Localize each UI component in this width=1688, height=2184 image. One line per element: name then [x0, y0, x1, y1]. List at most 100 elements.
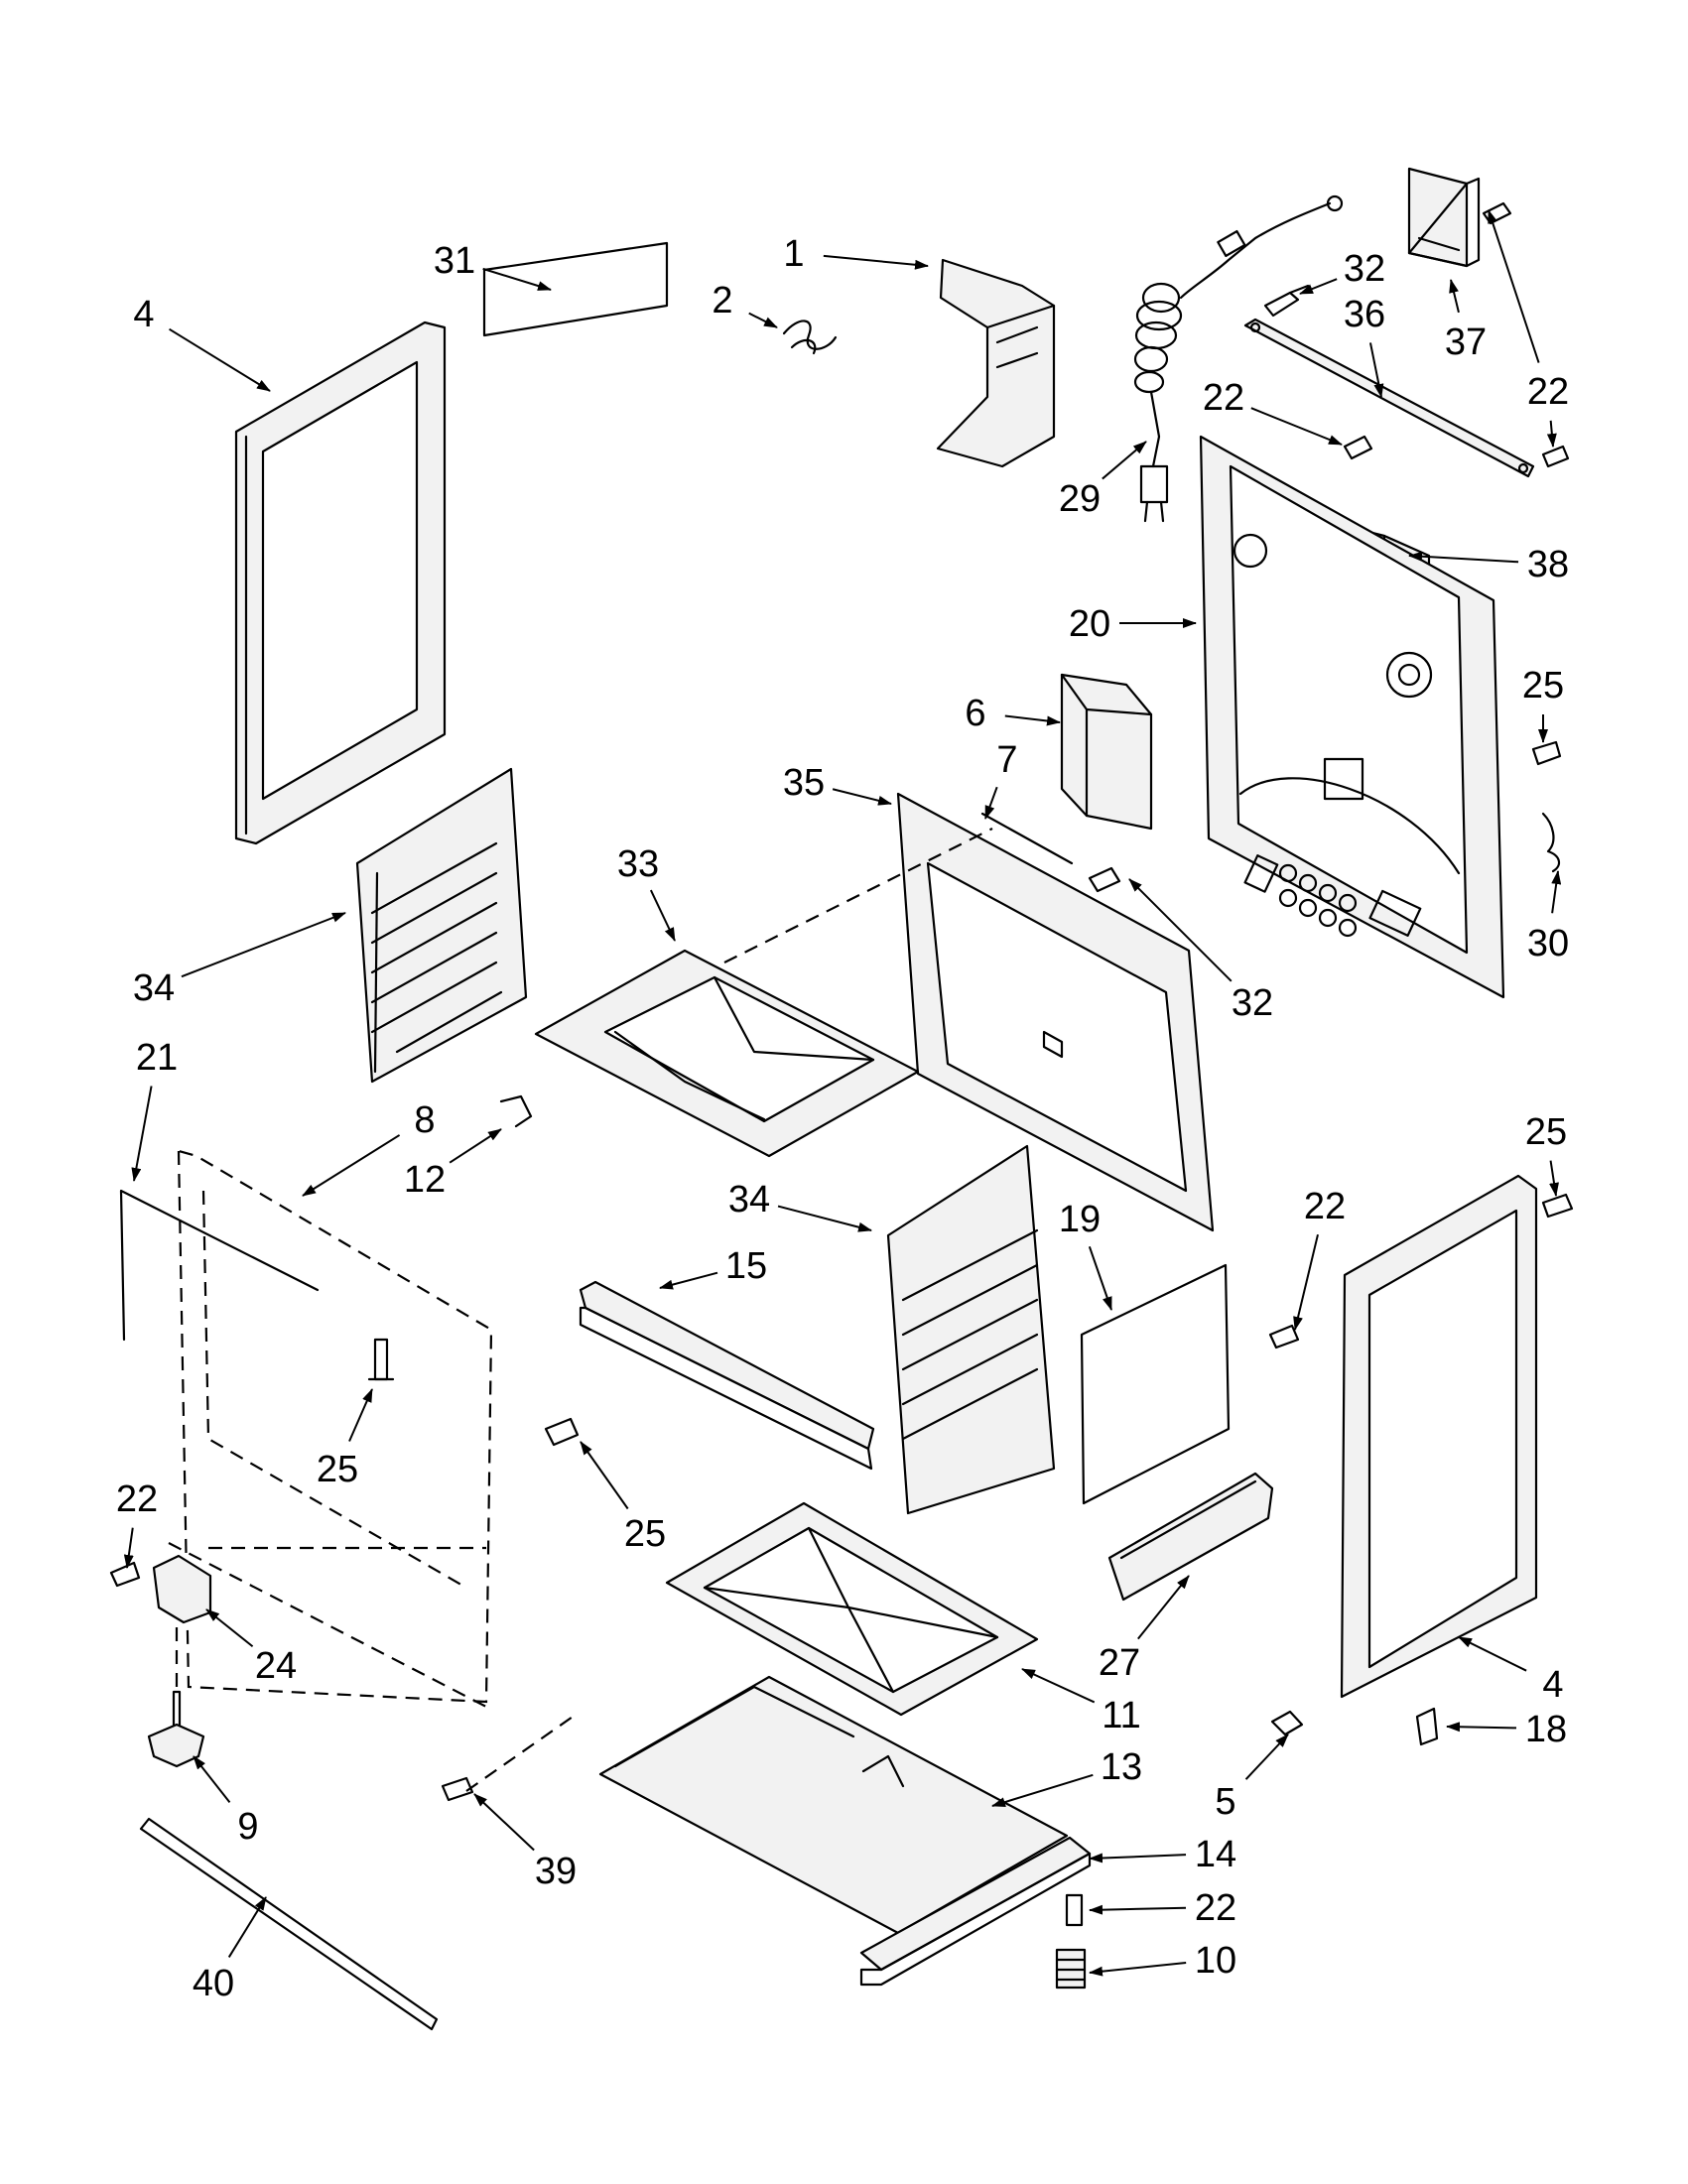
callout-c19: 19 [1059, 1199, 1101, 1240]
leader-arrow-c22a [1488, 209, 1540, 363]
callout-c22d: 22 [116, 1478, 158, 1520]
leader-arrow-c22d [123, 1527, 134, 1569]
screw-25-left-mid [544, 1417, 580, 1447]
leader-arrow-c5 [1244, 1734, 1289, 1780]
part-18-clip [1415, 1707, 1439, 1746]
callout-c25b: 25 [1525, 1111, 1567, 1153]
rack-rungs-left [370, 841, 498, 1034]
leader-arrow-c8 [302, 1134, 401, 1197]
leader-arrow-c24 [205, 1608, 254, 1648]
part-13-base-pan [598, 1675, 1069, 1935]
part-12-clip [499, 1094, 533, 1128]
control-knob-holes [1278, 863, 1358, 938]
part-29-power-cord [1133, 194, 1344, 523]
screw-25-center [367, 1338, 395, 1381]
part-35-front-frame [896, 792, 1215, 1232]
leader-arrow-c25c [348, 1388, 373, 1442]
part-8-lower-frame [168, 1149, 493, 1708]
part-5-clip [1270, 1710, 1304, 1736]
leader-arrow-c22a2 [1546, 420, 1557, 448]
callout-c4b: 4 [1542, 1664, 1563, 1706]
leader-arrow-c25d [580, 1441, 629, 1510]
leader-arrow-c22b [1250, 407, 1343, 446]
leader-arrow-c32b [1128, 878, 1233, 982]
callout-c24: 24 [255, 1645, 297, 1687]
callout-c40: 40 [193, 1963, 234, 2004]
callout-c34b: 34 [728, 1179, 770, 1220]
leader-arrow-c38 [1408, 551, 1519, 564]
part-6-insulation-block [1060, 673, 1153, 831]
leader-arrow-c31 [482, 267, 552, 291]
callout-c1: 1 [783, 233, 804, 275]
part-24-leveling-bracket [152, 1554, 212, 1624]
callout-c29: 29 [1059, 478, 1101, 520]
screw-22-rail-right [1541, 445, 1570, 468]
screw-22-lower-mid [1268, 1324, 1300, 1349]
part-21-wire [119, 1189, 320, 1342]
callout-c14: 14 [1195, 1834, 1236, 1875]
screw-25-right [1531, 740, 1562, 766]
parts-artwork [109, 167, 1574, 2031]
callout-c10: 10 [1195, 1940, 1236, 1982]
part-37-bracket [1407, 167, 1481, 268]
callout-c7: 7 [996, 739, 1017, 781]
callout-c27: 27 [1099, 1642, 1140, 1684]
part-20-rear-panel [1199, 435, 1505, 999]
part-31-label-strip [482, 241, 669, 337]
screws [109, 201, 1574, 1927]
callout-c5: 5 [1215, 1781, 1235, 1823]
callout-c35: 35 [783, 762, 825, 804]
callout-labels: 1231432363722222938202563573330323421812… [116, 209, 1569, 2004]
callout-c2: 2 [712, 280, 732, 321]
leader-arrow-c30 [1551, 870, 1562, 914]
callout-c9: 9 [237, 1806, 258, 1848]
leader-arrow-c39 [473, 1793, 535, 1852]
part-1-bracket [936, 258, 1056, 468]
screw-32-mid [1088, 866, 1121, 893]
screw-32-top [1263, 284, 1310, 318]
rack-rungs-right [901, 1228, 1039, 1441]
leader-arrow-c9 [193, 1755, 231, 1804]
callout-c25c: 25 [317, 1449, 358, 1490]
leader-arrow-c10 [1089, 1962, 1187, 1977]
callout-c32a: 32 [1344, 248, 1385, 290]
screw-25-lower-right [1541, 1193, 1574, 1219]
part-30-clip [1541, 812, 1561, 873]
part-15-front-channel [579, 1280, 875, 1471]
part-11-oven-bottom-tray [665, 1501, 1039, 1717]
part-4-left-side-panel [234, 321, 447, 845]
leader-arrow-c12 [449, 1128, 502, 1164]
callout-c33: 33 [617, 843, 659, 885]
leader-arrow-c14 [1089, 1853, 1187, 1863]
callout-c11: 11 [1102, 1695, 1140, 1736]
part-33-oven-bottom [534, 949, 920, 1158]
callout-c38: 38 [1527, 544, 1569, 585]
part-19-heat-shield [1080, 1263, 1231, 1505]
leader-arrow-c32a [1299, 278, 1338, 295]
callout-c31: 31 [434, 240, 475, 282]
leader-arrow-c6 [1004, 714, 1061, 726]
callout-c12: 12 [404, 1159, 446, 1201]
leader-arrow-c2 [748, 312, 778, 328]
callout-c39: 39 [535, 1851, 577, 1892]
part-36-rail [1243, 318, 1535, 478]
callout-c30: 30 [1527, 923, 1569, 964]
callout-c37: 37 [1445, 321, 1487, 363]
part-10-leveling-foot [1055, 1948, 1087, 1990]
callout-c18: 18 [1525, 1709, 1567, 1750]
leader-arrow-c21 [131, 1086, 153, 1182]
callout-c25a: 25 [1522, 665, 1564, 707]
callout-c22b: 22 [1203, 377, 1244, 419]
part-2-clip [782, 320, 838, 355]
leader-arrow-c37 [1449, 279, 1460, 314]
leader-arrow-c22e [1089, 1904, 1187, 1915]
callout-c32b: 32 [1232, 982, 1273, 1024]
leader-arrow-c1 [823, 254, 929, 270]
part-34-rack-side-right [886, 1144, 1056, 1515]
part-39-dash-line [465, 1714, 577, 1792]
screw-39 [441, 1776, 474, 1802]
part-27-vent-trim [1107, 1472, 1274, 1602]
callout-c36: 36 [1344, 294, 1385, 335]
callout-c4a: 4 [133, 294, 154, 335]
callout-c22c: 22 [1304, 1186, 1346, 1227]
